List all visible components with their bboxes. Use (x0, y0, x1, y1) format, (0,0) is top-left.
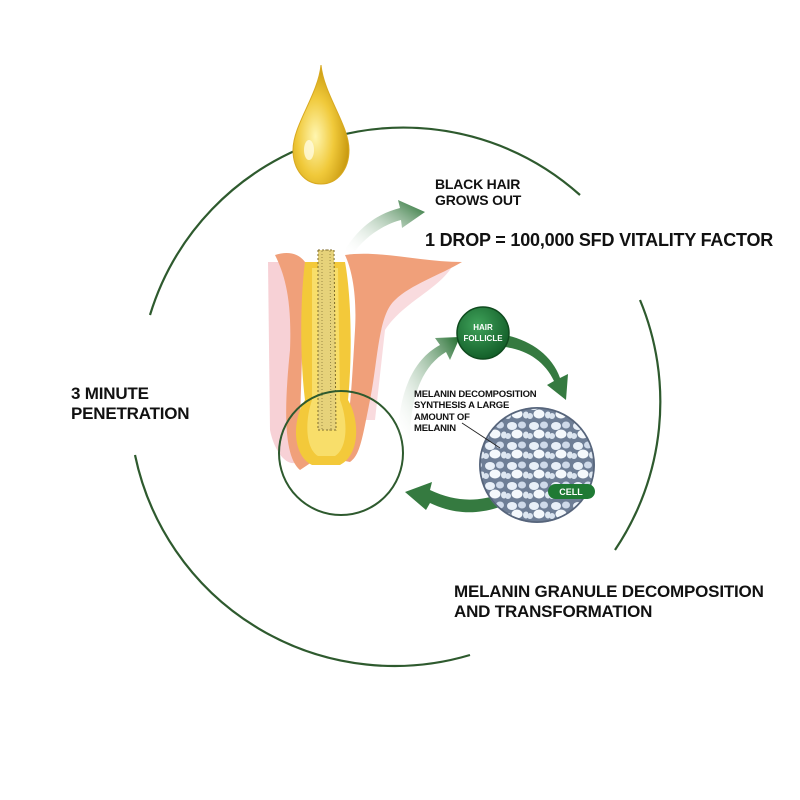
melanin-granule-label: MELANIN GRANULE DECOMPOSITION AND TRANSF… (454, 582, 764, 621)
cell-label: CELL (559, 487, 583, 497)
penetration-label: 3 MINUTE PENETRATION (71, 384, 190, 423)
penetration-line-2: PENETRATION (71, 403, 190, 423)
melanin-synthesis-line-4: MELANIN (414, 423, 456, 435)
penetration-line-1: 3 MINUTE (71, 384, 149, 403)
vitality-factor-label: 1 DROP = 100,000 SFD VITALITY FACTOR (425, 230, 773, 251)
melanin-synthesis-line-2: SYNTHESIS A LARGE (414, 400, 510, 412)
hair-follicle-label-2: FOLLICLE (463, 334, 503, 343)
skin-layer-right (340, 253, 462, 462)
cycle-arrow-right (505, 335, 568, 400)
melanin-granule-line-1: MELANIN GRANULE DECOMPOSITION (454, 582, 764, 601)
black-hair-line-2: GROWS OUT (435, 192, 522, 209)
hair-follicle-label-1: HAIR (473, 323, 493, 332)
outer-ring-arc-right (614, 299, 662, 551)
hair-follicle-badge (456, 306, 510, 360)
outer-ring-arc-bottom (133, 454, 471, 668)
melanin-synthesis-line-1: MELANIN DECOMPOSITION (414, 389, 537, 400)
black-hair-label: BLACK HAIR GROWS OUT (435, 176, 521, 208)
melanin-granule-line-2: AND TRANSFORMATION (454, 601, 653, 621)
cycle-arrow-bottom (405, 482, 505, 513)
melanin-synthesis-label: MELANIN DECOMPOSITION SYNTHESIS A LARGE … (414, 389, 537, 435)
pointer-line (461, 422, 501, 449)
cell-texture (480, 408, 594, 522)
cell-badge (548, 484, 595, 499)
grow-arrow (345, 200, 425, 255)
melanin-synthesis-line-3: AMOUNT OF (414, 411, 470, 423)
oil-drop-icon (292, 64, 350, 185)
cycle-arrow-top (398, 337, 460, 440)
black-hair-line-1: BLACK HAIR (435, 176, 521, 192)
vitality-factor-text: 1 DROP = 100,000 SFD VITALITY FACTOR (425, 230, 774, 250)
follicle-bulb-circle (278, 390, 404, 516)
hair-shaft (317, 249, 337, 431)
